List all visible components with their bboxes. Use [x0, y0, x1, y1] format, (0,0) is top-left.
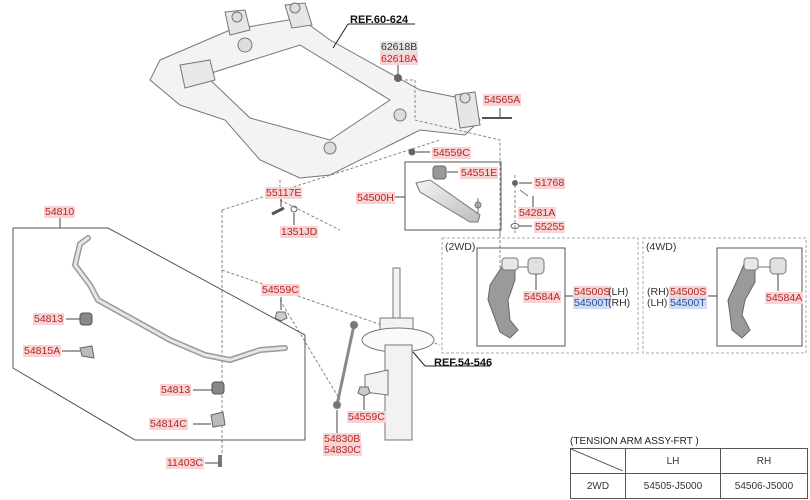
part-label-55117e[interactable]: 55117E — [265, 187, 303, 199]
stabilizer-link-54830[interactable] — [335, 324, 356, 406]
group-label-2wd: (2WD) — [445, 241, 476, 253]
part-label-54565a[interactable]: 54565A — [483, 94, 522, 106]
strut-ref-leader — [412, 351, 426, 367]
part-label-54500t-2wd[interactable]: 54500T — [573, 297, 611, 309]
bolt-55117e-icon[interactable] — [271, 206, 285, 216]
part-label-54584a-4wd[interactable]: 54584A — [765, 292, 804, 304]
part-label-62618b[interactable]: 62618B — [380, 41, 419, 53]
strut-assembly[interactable] — [361, 267, 435, 441]
part-label-54813-top[interactable]: 54813 — [33, 313, 65, 325]
lower-arm-box — [404, 161, 502, 231]
bracket-54815a-icon[interactable] — [79, 345, 95, 359]
bushing-54813-top-icon[interactable] — [79, 312, 93, 326]
stabilizer-bar-54810[interactable] — [71, 235, 288, 364]
group-label-4wd: (4WD) — [646, 241, 677, 253]
pin-54281a-icon[interactable] — [519, 189, 529, 197]
part-label-54551e[interactable]: 54551E — [460, 167, 499, 179]
tension-table-lh-part[interactable]: 54505-J5000 — [625, 473, 721, 499]
tension-table-header-lh: LH — [625, 448, 721, 474]
bolt-11403c-icon[interactable] — [218, 455, 222, 467]
washer-1351jd-icon[interactable] — [290, 205, 298, 213]
bushing-54584a-4wd-icon[interactable] — [769, 257, 787, 275]
part-label-1351jd[interactable]: 1351JD — [280, 226, 319, 238]
part-label-54830c[interactable]: 54830C — [323, 444, 362, 456]
stabilizer-frame — [12, 227, 306, 441]
ref-strut[interactable]: REF.54-546 — [434, 357, 493, 369]
group-2wd-frame — [441, 237, 639, 354]
part-label-54559c-mid[interactable]: 54559C — [261, 284, 300, 296]
tension-table-rh-part[interactable]: 54506-J5000 — [720, 473, 808, 499]
ref-crossmember[interactable]: REF.60-624 — [350, 14, 409, 26]
lower-arm-54500h[interactable] — [415, 179, 482, 223]
bushing-54551e-icon[interactable] — [432, 165, 447, 180]
part-label-51768[interactable]: 51768 — [534, 177, 566, 189]
side-rh-2wd: (RH) — [608, 297, 631, 309]
tension-arm-2wd[interactable] — [487, 257, 519, 339]
bracket-54814c-icon[interactable] — [210, 411, 226, 428]
tension-table-drive: 2WD — [570, 473, 626, 499]
part-label-54810[interactable]: 54810 — [44, 206, 76, 218]
part-label-62618a[interactable]: 62618A — [380, 53, 419, 65]
part-label-54815a[interactable]: 54815A — [23, 345, 62, 357]
nut-51768-icon[interactable] — [512, 180, 518, 186]
tension-arm-4wd[interactable] — [727, 257, 759, 339]
part-label-54500t-4wd[interactable]: 54500T — [669, 297, 707, 309]
part-label-55255[interactable]: 55255 — [534, 221, 566, 233]
part-label-54584a-2wd[interactable]: 54584A — [523, 291, 562, 303]
tension-arm-table: LH RH 2WD 54505-J5000 54506-J5000 — [570, 448, 808, 499]
part-label-11403c[interactable]: 11403C — [166, 457, 205, 469]
side-lh-2wd: (LH) — [608, 286, 629, 298]
part-label-54500s-2wd[interactable]: 54500S — [573, 286, 612, 298]
part-label-54559c-top[interactable]: 54559C — [432, 147, 471, 159]
tension-arm-2wd-box — [476, 247, 566, 347]
ref-leader-arrow — [332, 23, 349, 49]
group-4wd-frame — [642, 237, 807, 354]
nut-62618-icon[interactable] — [394, 74, 402, 82]
part-label-54813-bottom[interactable]: 54813 — [160, 384, 192, 396]
part-label-54500h[interactable]: 54500H — [356, 192, 395, 204]
side-lh-4wd: (LH) — [647, 297, 668, 309]
table-row: 2WD 54505-J5000 54506-J5000 — [570, 473, 808, 499]
nut-54559c-mid-icon[interactable] — [274, 311, 288, 322]
part-label-54814c[interactable]: 54814C — [149, 418, 188, 430]
nut-54559c-top-icon[interactable] — [408, 148, 416, 156]
tension-table-corner — [570, 448, 626, 474]
side-rh-4wd: (RH) — [647, 286, 670, 298]
part-label-54559c-strut[interactable]: 54559C — [347, 411, 386, 423]
part-label-54500s-4wd[interactable]: 54500S — [669, 286, 708, 298]
part-label-54830b[interactable]: 54830B — [323, 433, 362, 445]
nut-54559c-strut-icon[interactable] — [357, 386, 371, 397]
part-label-54281a[interactable]: 54281A — [518, 207, 557, 219]
tension-table-header-rh: RH — [720, 448, 808, 474]
tension-table-title: (TENSION ARM ASSY-FRT ) — [570, 436, 699, 447]
crossmember-subframe[interactable] — [149, 2, 481, 179]
bushing-54813-bottom-icon[interactable] — [211, 381, 225, 395]
bushing-54584a-2wd-icon[interactable] — [527, 257, 545, 275]
tension-table-header-row: LH RH — [570, 448, 808, 474]
